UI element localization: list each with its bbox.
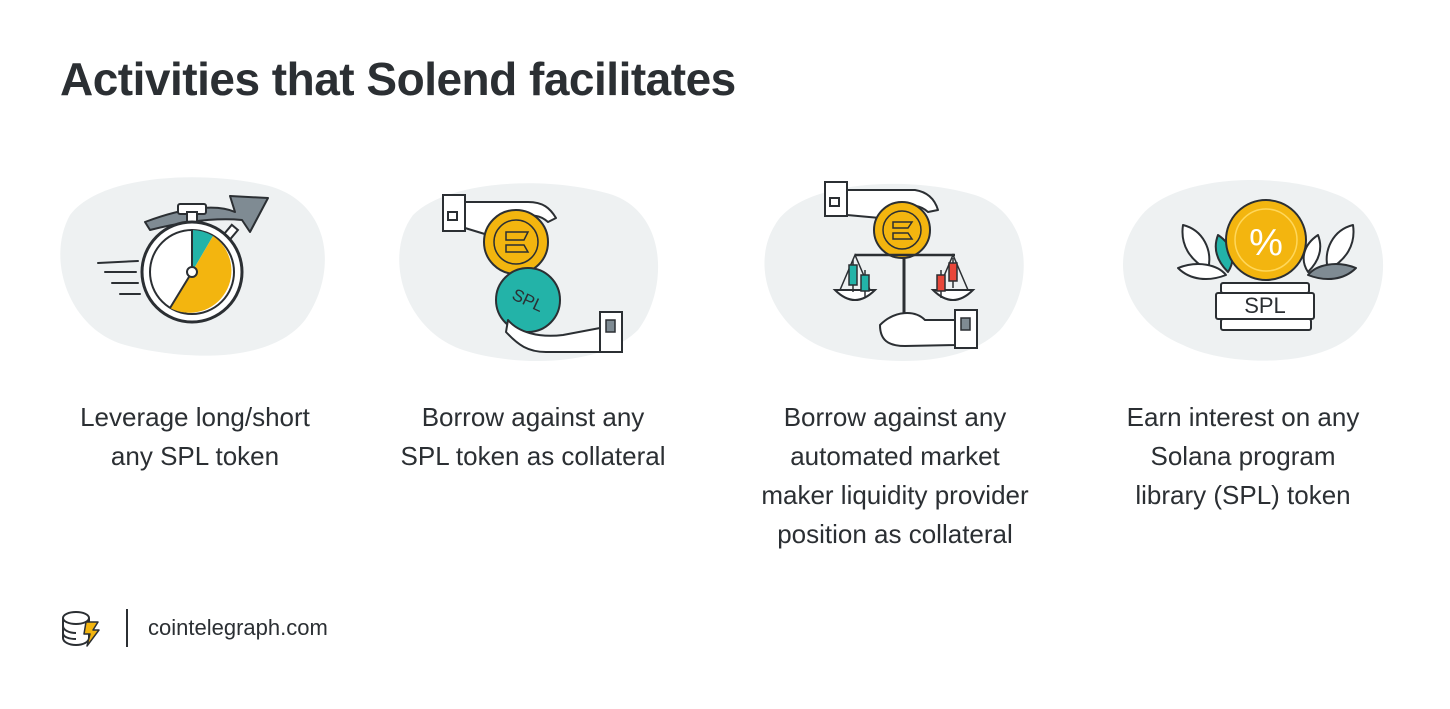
scale-with-candlesticks-icon — [764, 181, 1024, 362]
card-caption: Leverage long/short any SPL token — [80, 402, 310, 471]
page-title: Activities that Solend facilitates — [60, 53, 736, 105]
percent-coin-on-spl-stack-icon: % SPL — [1123, 180, 1384, 361]
card-borrow-spl: SPL Borrow against any SPL token as coll… — [368, 160, 698, 476]
footer: cointelegraph.com — [60, 608, 328, 648]
card-caption: Earn interest on any Solana program libr… — [1126, 402, 1360, 510]
site-link[interactable]: cointelegraph.com — [148, 615, 328, 640]
card-earn-interest: % SPL Earn interest on any Solana progra… — [1078, 160, 1408, 515]
card-borrow-amm: Borrow against any automated market make… — [730, 160, 1060, 554]
svg-text:%: % — [1249, 222, 1283, 264]
cointelegraph-logo-icon — [62, 611, 100, 647]
card-caption: Borrow against any SPL token as collater… — [400, 402, 666, 471]
svg-text:SPL: SPL — [1244, 293, 1286, 318]
hands-exchanging-coins-icon: SPL — [399, 183, 659, 362]
footer-divider — [126, 609, 128, 647]
stopwatch-arrow-icon — [60, 177, 325, 356]
card-caption: Borrow against any automated market make… — [761, 402, 1029, 549]
card-leverage: Leverage long/short any SPL token — [30, 160, 360, 476]
